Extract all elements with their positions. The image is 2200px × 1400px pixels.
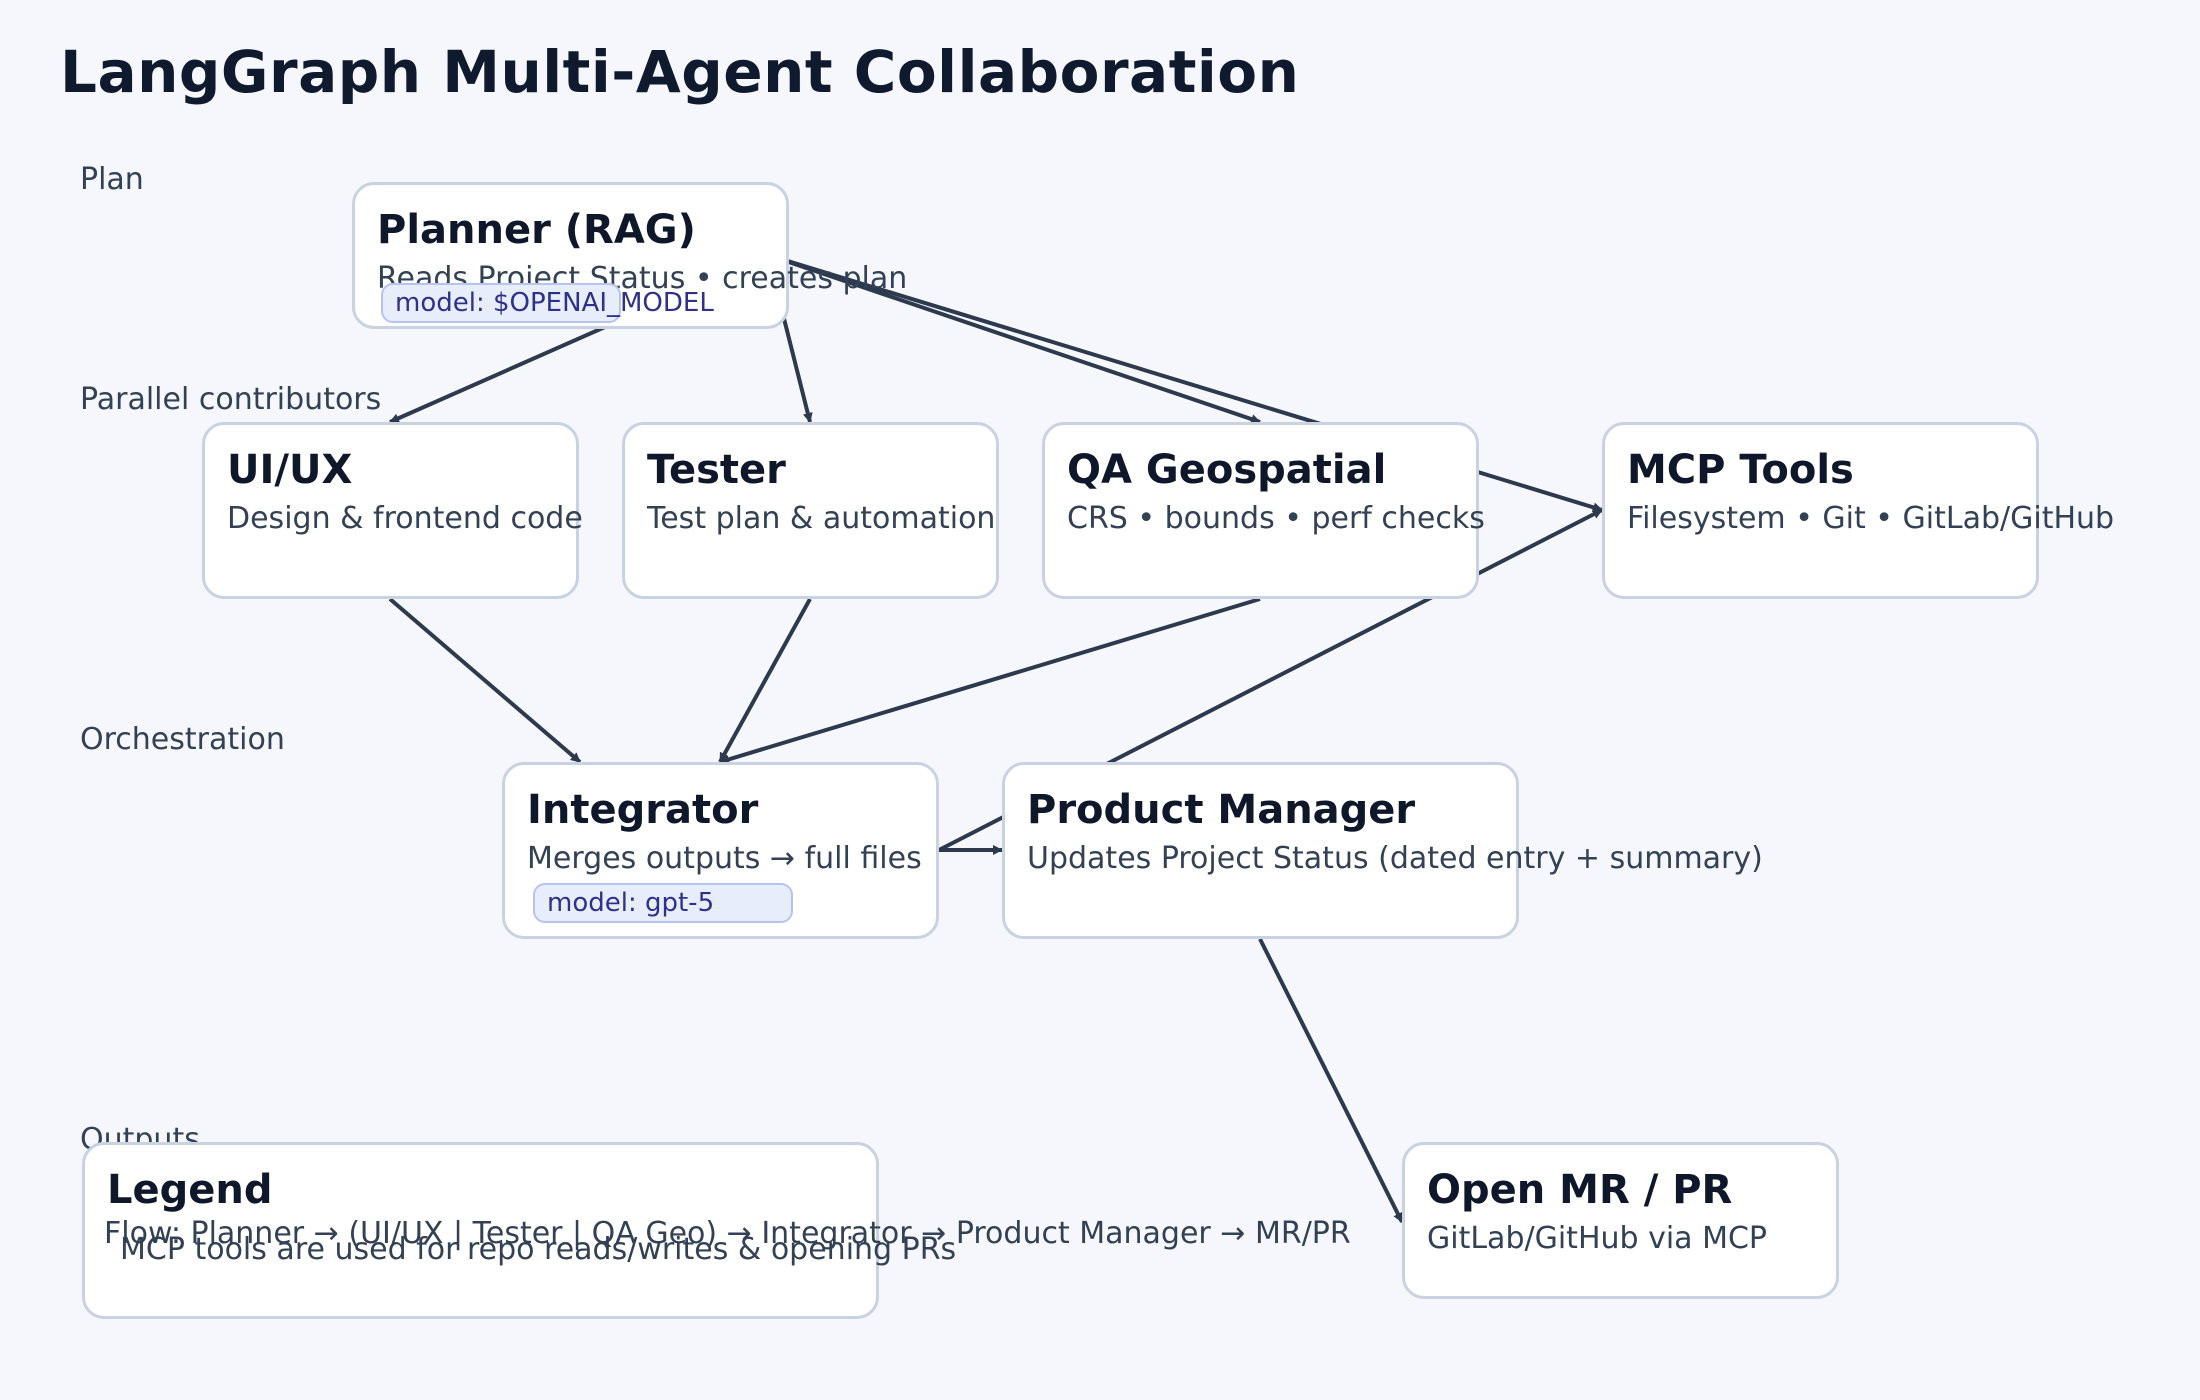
node-subtitle: Merges outputs → full files [527, 841, 922, 876]
lane-label-plan: Plan [80, 162, 144, 197]
legend-line-flow: Flow: Planner → (UI/UX | Tester | QA Geo… [104, 1216, 1351, 1251]
node-planner[interactable]: Planner (RAG) Reads Project Status • cre… [352, 182, 907, 329]
node-subtitle: Updates Project Status (dated entry + su… [1027, 841, 1763, 876]
node-subtitle: Filesystem • Git • GitLab/GitHub [1627, 501, 2115, 536]
diagram-title: LangGraph Multi-Agent Collaboration [60, 38, 1300, 106]
edge-uiux-to-integrator [388, 597, 582, 764]
legend-title: Legend [107, 1167, 273, 1213]
node-title: MCP Tools [1627, 447, 1854, 493]
node-integrator[interactable]: Integrator Merges outputs → full files m… [502, 762, 939, 939]
node-subtitle: GitLab/GitHub via MCP [1427, 1221, 1768, 1256]
edge-qa_geo-to-integrator [719, 597, 1261, 765]
lane-label-parallel: Parallel contributors [80, 382, 382, 417]
lane-label-orchestration: Orchestration [80, 722, 285, 757]
node-title: Open MR / PR [1427, 1167, 1733, 1213]
edge-product_manager-to-open_pr [1258, 938, 1404, 1223]
node-mcp-tools[interactable]: MCP Tools Filesystem • Git • GitLab/GitH… [1602, 422, 2114, 599]
edge-tester-to-integrator [718, 598, 812, 763]
node-title: UI/UX [227, 447, 353, 493]
node-title: Tester [647, 447, 786, 493]
node-subtitle: Design & frontend code [227, 501, 583, 536]
node-qa-geospatial[interactable]: QA Geospatial CRS • bounds • perf checks [1042, 422, 1485, 599]
node-title: Product Manager [1027, 787, 1416, 833]
node-product-manager[interactable]: Product Manager Updates Project Status (… [1002, 762, 1763, 939]
node-subtitle: CRS • bounds • perf checks [1067, 501, 1485, 536]
legend-line-mcp: MCP tools are used for repo reads/writes… [120, 1232, 957, 1267]
model-badge: model: gpt-5 [533, 883, 793, 923]
node-title: Integrator [527, 787, 759, 833]
node-open-pr[interactable]: Open MR / PR GitLab/GitHub via MCP [1402, 1142, 1839, 1299]
node-tester[interactable]: Tester Test plan & automation [622, 422, 999, 599]
node-title: QA Geospatial [1067, 447, 1387, 493]
node-uiux[interactable]: UI/UX Design & frontend code [202, 422, 583, 599]
model-badge: model: $OPENAI_MODEL [381, 283, 714, 323]
node-title: Planner (RAG) [377, 207, 696, 253]
node-subtitle: Test plan & automation [647, 501, 996, 536]
legend-box: Legend [82, 1142, 879, 1319]
